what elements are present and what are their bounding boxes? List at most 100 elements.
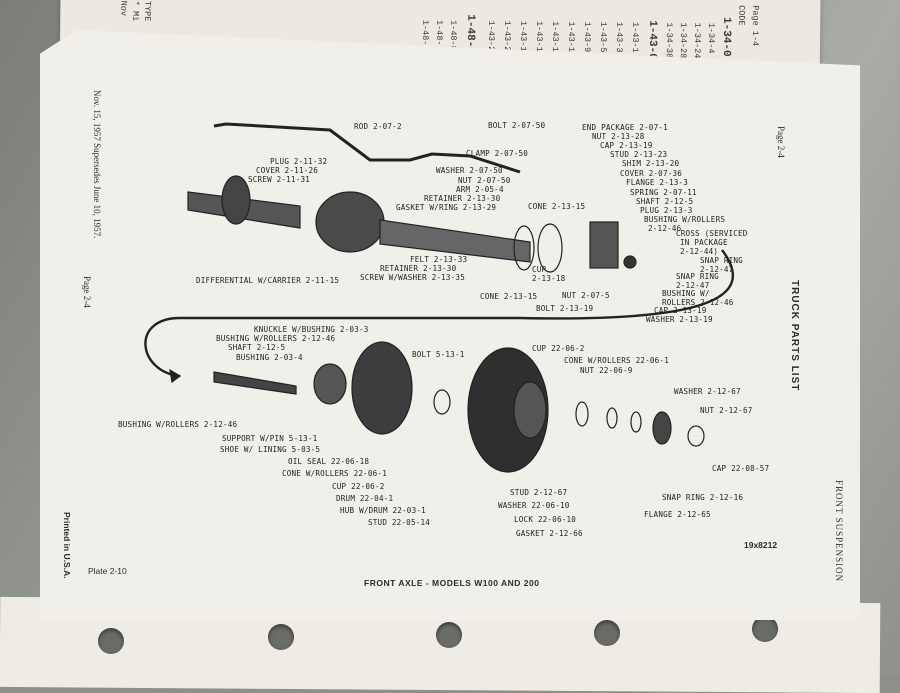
bearing-cone — [575, 401, 589, 427]
binder-hole — [268, 624, 294, 650]
callout-snap-ring-b: SNAP RING — [676, 272, 719, 281]
callout-cross: CROSS (SERVICED — [676, 229, 748, 238]
callout-washer: WASHER 2-07-50 — [436, 166, 503, 175]
callout-flange: FLANGE 2-13-3 — [626, 178, 689, 187]
callout-felt: FELT 2-13-33 — [410, 255, 468, 264]
callout-stud: STUD 2-13-23 — [610, 150, 668, 159]
binder-hole — [594, 620, 620, 646]
callout-oil-seal: OIL SEAL 22-06-18 — [288, 457, 370, 466]
differential-carrier — [315, 191, 385, 253]
callout-shoe: SHOE W/ LINING 5-03-5 — [220, 445, 321, 454]
callout-cone-b: CONE 2-13-15 — [480, 292, 538, 301]
callout-end-package: END PACKAGE 2-07-1 — [582, 123, 668, 132]
cross-joint — [623, 255, 637, 269]
axle-shaft — [213, 371, 297, 395]
callout-rod: ROD 2-07-2 — [354, 122, 402, 131]
callout-cup-c: CUP 22-06-2 — [332, 482, 385, 491]
callout-arm: ARM 2-05-4 — [456, 185, 504, 194]
retainer-ring — [513, 225, 535, 271]
callout-cross-c: 2-12-44) — [680, 247, 719, 256]
callout-cup-no: 2-13-18 — [532, 274, 566, 283]
callout-nut-e: NUT 2-12-67 — [700, 406, 753, 415]
hub-cap — [687, 425, 705, 447]
callout-retainer-b: RETAINER 2-13-30 — [380, 264, 457, 273]
callout-bushing-w: BUSHING W/ — [662, 289, 710, 298]
callout-bushing-rollers-c: BUSHING W/ROLLERS 2-12-46 — [118, 420, 238, 429]
callout-cone-rollers: CONE W/ROLLERS 22-06-1 — [564, 356, 669, 365]
callout-cap: CAP 2-13-19 — [600, 141, 653, 150]
differential-cover — [221, 175, 251, 225]
knuckle-lower — [313, 363, 347, 405]
callout-nut: NUT 2-13-28 — [592, 132, 645, 141]
callout-snap-ring-no: 2-12-47 — [700, 265, 734, 274]
callout-bolt-b: BOLT 2-13-19 — [536, 304, 594, 313]
callout-bushing-rollers-no: 2-12-46 — [648, 224, 682, 233]
binder-hole — [98, 628, 124, 654]
callout-nut-c: NUT 2-07-5 — [562, 291, 610, 300]
knuckle-top — [589, 221, 619, 269]
callout-bolt: BOLT 2-07-50 — [488, 121, 546, 130]
exploded-axle-drawing — [144, 122, 734, 473]
callout-knuckle: KNUCKLE W/BUSHING 2-03-3 — [254, 325, 369, 334]
callout-cup-b: CUP 22-06-2 — [532, 344, 585, 353]
callout-bushing-rollers: BUSHING W/ROLLERS — [644, 215, 726, 224]
callout-cone-rollers-b: CONE W/ROLLERS 22-06-1 — [282, 469, 387, 478]
callout-plug: PLUG 2-11-32 — [270, 157, 328, 166]
tie-rod — [213, 122, 521, 174]
brake-drum — [467, 347, 549, 473]
callout-differential: DIFFERENTIAL W/CARRIER 2-11-15 — [196, 276, 340, 285]
callout-bushing-b: BUSHING 2-03-4 — [236, 353, 303, 362]
axle-housing-right — [379, 219, 531, 263]
callout-screw-washer: SCREW W/WASHER 2-13-35 — [360, 273, 465, 282]
callout-cap-b: CAP 2-13-19 — [654, 306, 707, 315]
callout-drum: DRUM 22-04-1 — [336, 494, 394, 503]
callout-screw: SCREW 2-11-31 — [248, 175, 311, 184]
manual-page: Page 2-4 TRUCK PARTS LIST FRONT SUSPENSI… — [40, 30, 860, 620]
callout-nut-b: NUT 2-07-50 — [458, 176, 511, 185]
figure-caption: FRONT AXLE - MODELS W100 AND 200 — [364, 578, 540, 588]
callout-washer-c: WASHER 2-12-67 — [674, 387, 741, 396]
nut-part — [630, 411, 642, 433]
callout-washer-b: WASHER 2-13-19 — [646, 315, 713, 324]
figure-code: 19x8212 — [744, 540, 778, 550]
callout-flange-b: FLANGE 2-12-65 — [644, 510, 711, 519]
callout-spring: SPRING 2-07-11 — [630, 188, 697, 197]
callout-cover: COVER 2-11-26 — [256, 166, 319, 175]
arrow-head — [169, 368, 182, 384]
plate-number: Plate 2-10 — [88, 566, 127, 576]
binder-hole — [752, 616, 778, 642]
washer-part — [606, 407, 618, 429]
callout-bolt-c: BOLT 5-13-1 — [412, 350, 465, 359]
callout-gasket-ring: GASKET W/RING 2-13-29 — [396, 203, 497, 212]
callout-stud-b: STUD 22-05-14 — [368, 518, 431, 527]
callout-snap-ring-c: SNAP RING 2-12-16 — [662, 493, 744, 502]
callout-snap-ring-b-no: 2-12-47 — [676, 281, 710, 290]
callout-cover-b: COVER 2-07-36 — [620, 169, 683, 178]
callout-retainer: RETAINER 2-13-30 — [424, 194, 501, 203]
callout-rollers: ROLLERS 2-12-46 — [662, 298, 734, 307]
assembly-arrow — [144, 249, 734, 378]
gasket-ring — [537, 223, 563, 273]
callout-cross-b: IN PACKAGE — [680, 238, 728, 247]
callout-shim: SHIM 2-13-20 — [622, 159, 680, 168]
callout-stud-c: STUD 2-12-67 — [510, 488, 568, 497]
callout-lock: LOCK 22-06-10 — [514, 515, 577, 524]
callout-plug-b: PLUG 2-13-3 — [640, 206, 693, 215]
callout-shaft: SHAFT 2-12-5 — [636, 197, 694, 206]
callout-shaft-b: SHAFT 2-12-5 — [228, 343, 286, 352]
callout-hub-drum: HUB W/DRUM 22-03-1 — [340, 506, 426, 515]
brake-backing — [351, 341, 413, 435]
flange-part — [652, 411, 672, 445]
hub — [513, 381, 547, 439]
callout-washer-d: WASHER 22-06-10 — [498, 501, 570, 510]
callout-nut-d: NUT 22-06-9 — [580, 366, 633, 375]
callout-clamp: CLAMP 2-07-50 — [466, 149, 529, 158]
callout-cap-c: CAP 22-08-57 — [712, 464, 770, 473]
callout-cone: CONE 2-13-15 — [528, 202, 586, 211]
oil-seal — [433, 389, 451, 415]
callout-bushing-rollers-b: BUSHING W/ROLLERS 2-12-46 — [216, 334, 336, 343]
callout-gasket: GASKET 2-12-66 — [516, 529, 583, 538]
binder-hole — [436, 622, 462, 648]
callout-cup: CUP — [532, 265, 547, 274]
callout-snap-ring: SNAP RING — [700, 256, 743, 265]
